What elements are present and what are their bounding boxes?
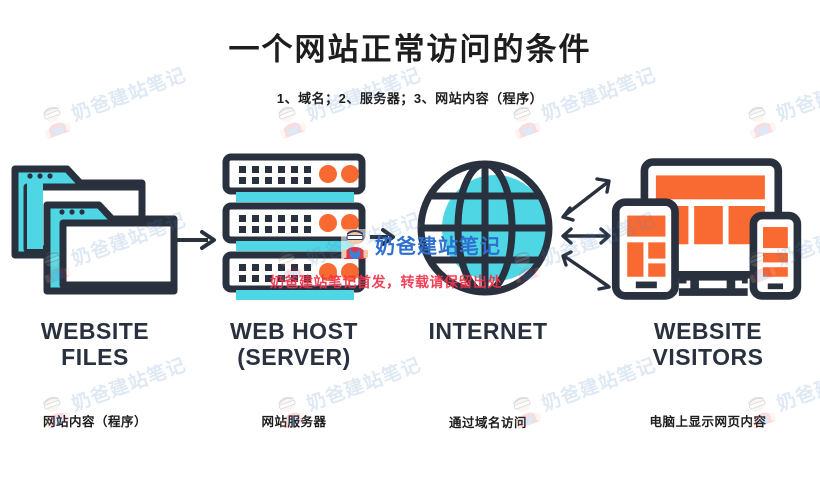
arrow-files-to-host	[174, 230, 216, 250]
page-subtitle: 1、域名；2、服务器；3、网站内容（程序）	[276, 91, 544, 106]
mascot-avatar-icon	[341, 229, 369, 259]
caption-zh-website-files: 网站内容（程序）	[42, 414, 147, 429]
internet-art	[390, 150, 586, 305]
caption-line-1: WEBSITE	[40, 318, 150, 344]
caption-line-1: WEB HOST	[230, 318, 358, 344]
caption-zh-web-host: 网站服务器	[261, 414, 327, 429]
caption-zh-website-visitors: 电脑上显示网页内容	[649, 414, 767, 429]
page-title: 一个网站正常访问的条件	[228, 32, 592, 67]
center-watermark-brand: 奶爸建站笔记	[375, 235, 501, 258]
arrow-host-to-internet	[370, 228, 395, 246]
caption-zh-internet: 通过域名访问	[448, 415, 527, 430]
caption-en-website-files: WEBSITE FILES	[0, 318, 193, 371]
devices-icon	[611, 157, 802, 300]
caption-en-internet: INTERNET	[390, 318, 586, 345]
caption-line-1: INTERNET	[428, 318, 548, 344]
column-internet: INTERNET 通过域名访问	[390, 150, 586, 450]
center-watermark: 奶爸建站笔记	[340, 228, 501, 260]
caption-line-1: WEBSITE	[653, 318, 763, 344]
caption-line-2: FILES	[61, 343, 129, 370]
server-rack-icon	[222, 153, 365, 300]
website-files-art	[0, 150, 193, 305]
column-website-visitors: WEBSITE VISITORS 电脑上显示网页内容	[610, 150, 806, 450]
caption-en-web-host: WEB HOST (SERVER)	[196, 318, 392, 371]
caption-line-2: (SERVER)	[237, 343, 351, 370]
globe-icon	[417, 160, 553, 295]
caption-en-website-visitors: WEBSITE VISITORS	[610, 318, 806, 371]
stacked-folders-icon	[11, 165, 178, 294]
column-web-host: WEB HOST (SERVER) 网站服务器	[196, 150, 392, 450]
web-host-art	[196, 150, 392, 305]
caption-line-2: VISITORS	[652, 343, 764, 370]
copyright-notice: 奶爸建站笔记首发，转载请保留出处	[270, 274, 502, 290]
arrows-internet-to-visitors	[561, 177, 611, 291]
website-visitors-art	[610, 150, 806, 305]
column-website-files: WEBSITE FILES 网站内容（程序）	[0, 150, 193, 450]
